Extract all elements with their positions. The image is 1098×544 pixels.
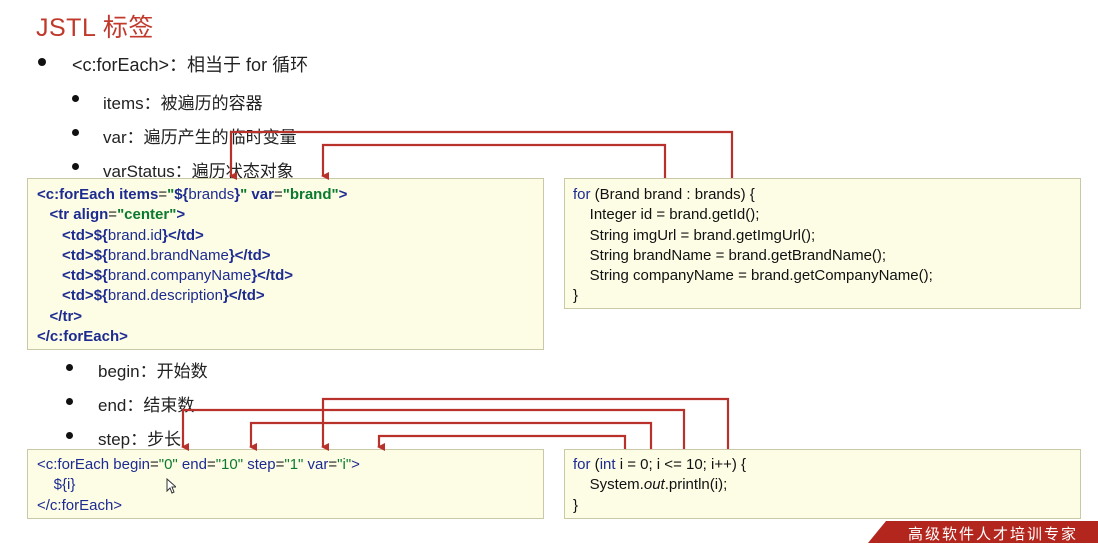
code-line: <c:forEach items="${brands}" var="brand"… — [37, 186, 348, 203]
code-line: </c:forEach> — [37, 328, 128, 346]
arrow-brands — [229, 130, 734, 180]
code-line: <td>${brand.description}</td> — [62, 287, 265, 305]
arrow-var — [377, 434, 627, 451]
code-line: } — [573, 496, 579, 514]
sub-bullet-items: items：被遍历的容器 — [103, 94, 263, 113]
arrow-begin-10 — [321, 397, 730, 451]
bullet-dot — [66, 398, 73, 405]
code-line: <tr align="center"> — [49, 206, 186, 224]
arrow-brand — [321, 143, 667, 180]
java-for-loop-code-box: for (int i = 0; i <= 10; i++) { System.o… — [564, 449, 1081, 519]
java-foreach-code-box: for (Brand brand : brands) { Integer id … — [564, 178, 1081, 309]
code-line: String companyName = brand.getCompanyNam… — [573, 267, 933, 285]
code-line: <td>${brand.companyName}</td> — [62, 267, 294, 285]
slide-title: JSTL 标签 — [36, 14, 154, 42]
bullet-dot — [66, 432, 73, 439]
code-line: String imgUrl = brand.getImgUrl(); — [573, 226, 816, 244]
sub-bullet-var: var：遍历产生的临时变量 — [103, 128, 297, 147]
code-line: Integer id = brand.getId(); — [573, 206, 760, 224]
code-line: <td>${brand.brandName}</td> — [62, 246, 271, 264]
code-line: String brandName = brand.getBrandName(); — [573, 246, 887, 264]
bullet-dot — [72, 129, 79, 136]
sub-bullet-step: step：步长 — [98, 430, 182, 449]
code-line: ${i} — [53, 476, 76, 494]
code-line: </tr> — [49, 307, 83, 325]
jsp-begin-end-code-box: <c:forEach begin="0" end="10" step="1" v… — [27, 449, 544, 519]
footer-slogan: 高级软件人才培训专家 — [908, 525, 1079, 543]
code-line: } — [573, 287, 579, 305]
code-line: System.out.println(i); — [589, 476, 728, 494]
code-line: <td>${brand.id}</td> — [62, 226, 204, 244]
bullet-dot — [72, 163, 79, 170]
bullet-dot — [38, 58, 46, 66]
sub-bullet-end: end：结束数 — [98, 396, 195, 415]
main-bullet-text: <c:forEach>：相当于 for 循环 — [72, 55, 309, 75]
code-line: <c:forEach begin="0" end="10" step="1" v… — [37, 456, 360, 473]
code-line: </c:forEach> — [37, 496, 123, 514]
bullet-dot — [66, 364, 73, 371]
sub-bullet-begin: begin：开始数 — [98, 362, 208, 381]
mouse-cursor-icon — [166, 478, 176, 494]
arrow-end-i — [181, 408, 686, 451]
footer-banner: 高级软件人才培训专家 — [868, 521, 1098, 543]
jsp-foreach-code-box: <c:forEach items="${brands}" var="brand"… — [27, 178, 544, 350]
bullet-dot — [72, 95, 79, 102]
code-line: for (Brand brand : brands) { — [573, 186, 755, 203]
code-line: for (int i = 0; i <= 10; i++) { — [573, 456, 747, 473]
arrow-step — [249, 421, 653, 451]
